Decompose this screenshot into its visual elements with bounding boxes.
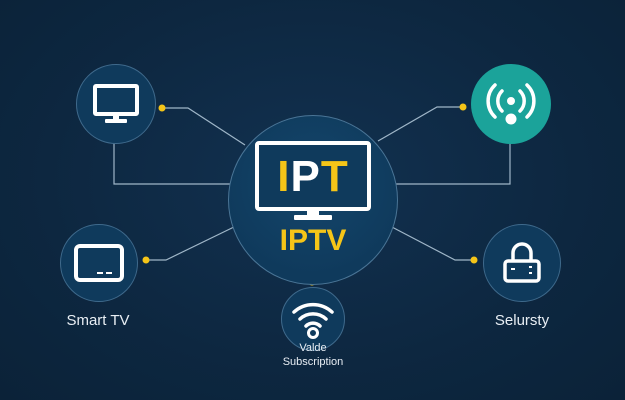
node-desktop xyxy=(76,64,156,144)
screen-letter-i: I xyxy=(277,152,291,201)
center-title: IPTV xyxy=(279,224,347,257)
subscription-label-line2: Subscription xyxy=(282,356,344,368)
center-screen-text: IPT xyxy=(254,145,372,209)
wifi-icon xyxy=(292,302,334,339)
screen-letter-p: P xyxy=(290,152,321,201)
node-security xyxy=(483,224,561,302)
node-smart-tv xyxy=(60,224,138,302)
monitor-icon xyxy=(255,141,371,220)
desktop-monitor-icon xyxy=(93,84,139,123)
node-subscription xyxy=(281,287,345,351)
node-broadcast xyxy=(471,64,551,144)
security-label: Selursty xyxy=(494,312,550,329)
broadcast-signal-icon xyxy=(486,83,536,125)
smart-tv-label: Smart TV xyxy=(66,312,130,329)
smart-tv-icon xyxy=(74,244,124,282)
subscription-label-line1: Valde xyxy=(299,342,327,354)
lock-icon xyxy=(503,242,541,283)
screen-letter-t: T xyxy=(320,152,349,201)
